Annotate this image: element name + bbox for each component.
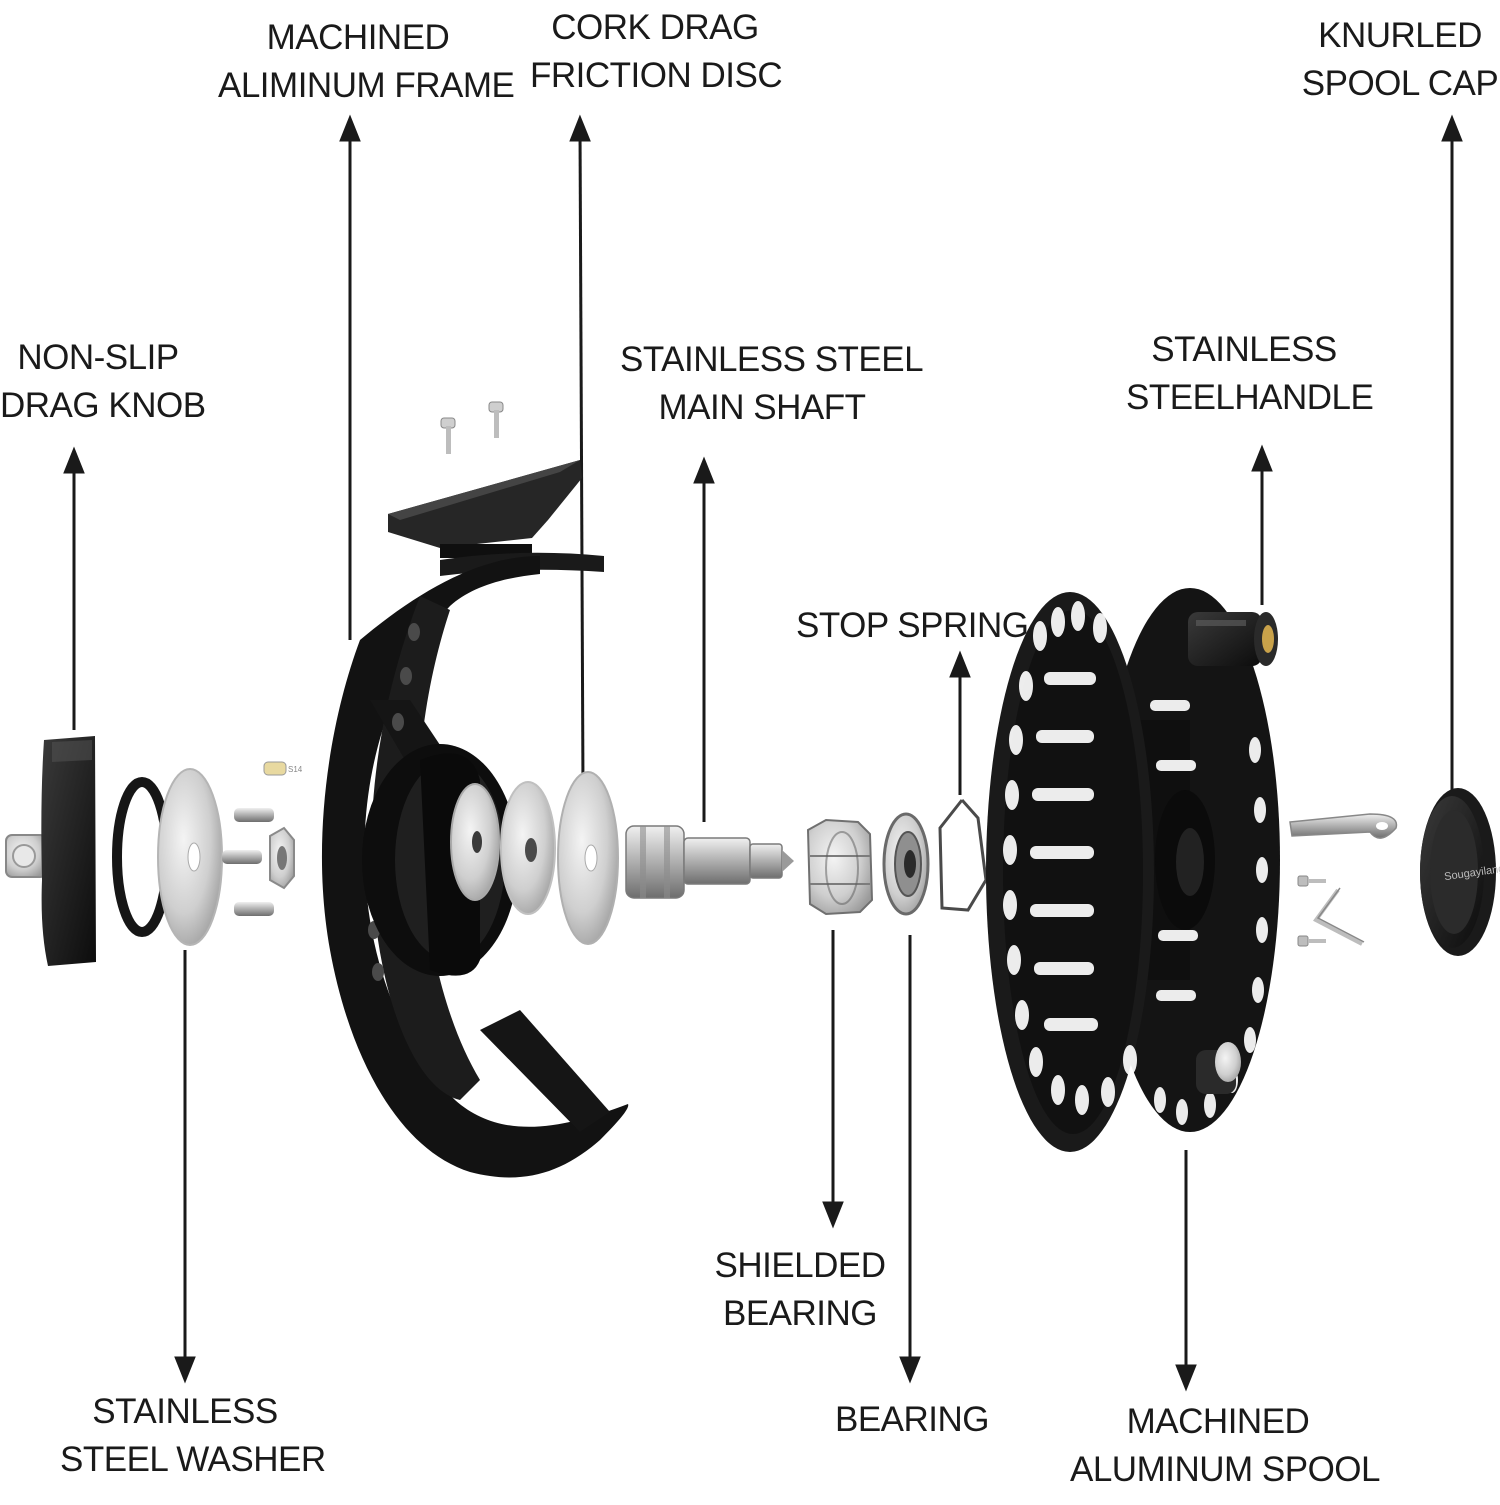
- drag-knob-part: [5, 736, 96, 966]
- spool-counterweight: [1196, 1042, 1241, 1094]
- spool-cap-part: Sougayilang: [1420, 788, 1500, 956]
- label-bearing: BEARING: [834, 1400, 990, 1439]
- stop-spring-part: [938, 799, 988, 912]
- spool-handle: [1188, 612, 1278, 666]
- svg-text:S14: S14: [288, 765, 303, 774]
- arrows: [63, 114, 1463, 1392]
- shielded-bearing-part: [806, 818, 874, 916]
- spool-part: [986, 588, 1280, 1152]
- steel-washer-part: [157, 768, 223, 946]
- drag-discs-part: [450, 771, 619, 945]
- label-stop-spring: STOP SPRING: [796, 606, 1029, 645]
- spool-holes: [1003, 601, 1268, 1125]
- pins-and-nut-part: S14: [222, 761, 303, 916]
- bearing-part: [882, 812, 930, 916]
- frame-screws: [440, 401, 504, 454]
- arrow-cork: [569, 114, 591, 791]
- pawl-and-screws-part: [1289, 813, 1398, 947]
- main-shaft-part: [625, 825, 794, 899]
